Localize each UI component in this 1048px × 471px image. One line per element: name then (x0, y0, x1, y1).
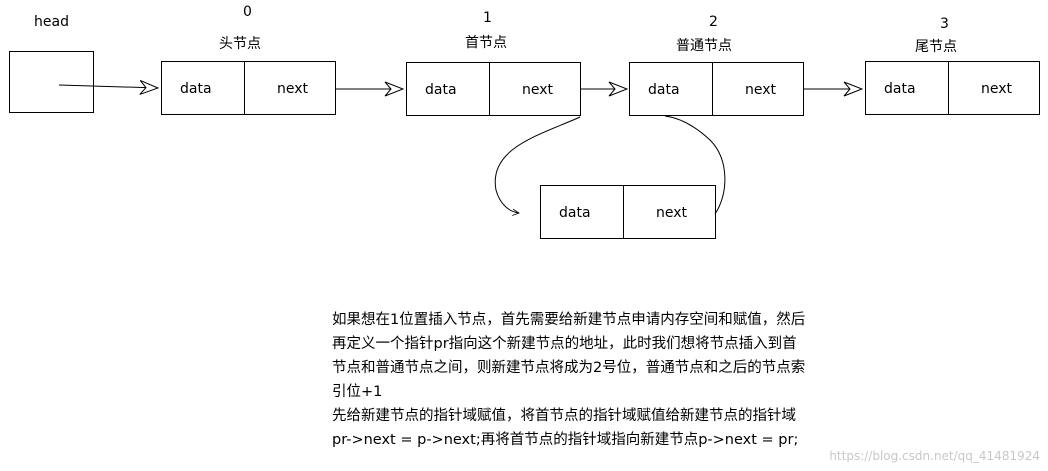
head-label: head (34, 14, 69, 30)
node-3-index: 3 (940, 16, 949, 32)
node-0-name: 头节点 (219, 36, 261, 52)
node-1-name: 首节点 (465, 35, 507, 51)
node-1-next-field: next (522, 82, 554, 98)
description-line: 如果想在1位置插入节点，首先需要给新建节点申请内存空间和赋值，然后 (332, 312, 806, 328)
new-node-next-field: next (656, 205, 688, 221)
watermark: https://blog.csdn.net/qq_41481924 (829, 449, 1040, 463)
node-0-data-field: data (180, 81, 212, 97)
description-line: 节点和普通节点之间，则新建节点将成为2号位，普通节点和之后的节点索 (332, 360, 806, 376)
head-pointer-box (9, 51, 94, 113)
description-line: 再定义一个指针pr指向这个新建节点的地址，此时我们想将节点插入到首 (332, 336, 797, 352)
node-1-index: 1 (483, 10, 492, 26)
node-2-next-field: next (745, 82, 777, 98)
description-line: 先给新建节点的指针域赋值，将首节点的指针域赋值给新建节点的指针域 (332, 408, 796, 424)
new-node: data next (540, 185, 716, 239)
node-0-index: 0 (243, 4, 252, 20)
node-0: data next (161, 61, 336, 115)
new-node-data-field: data (559, 205, 591, 221)
description-text: 如果想在1位置插入节点，首先需要给新建节点申请内存空间和赋值，然后 再定义一个指… (332, 308, 892, 452)
description-line: 引位+1 (332, 384, 383, 400)
node-1: data next (406, 62, 581, 116)
node-3-name: 尾节点 (915, 39, 957, 55)
node-3-next-field: next (981, 81, 1013, 97)
arrow-node-1-to-new-node (494, 116, 581, 213)
node-2-data-field: data (648, 82, 680, 98)
node-3: data next (865, 61, 1040, 115)
node-1-data-field: data (425, 82, 457, 98)
node-2-name: 普通节点 (676, 38, 732, 54)
node-3-data-field: data (884, 81, 916, 97)
arrow-new-node-to-node-2 (664, 115, 726, 215)
arrow-head-to-node-0 (58, 85, 158, 88)
node-2: data next (629, 62, 804, 116)
node-2-index: 2 (709, 14, 718, 30)
description-line: pr->next = p->next;再将首节点的指针域指向新建节点p->nex… (332, 432, 799, 448)
node-0-next-field: next (277, 81, 309, 97)
